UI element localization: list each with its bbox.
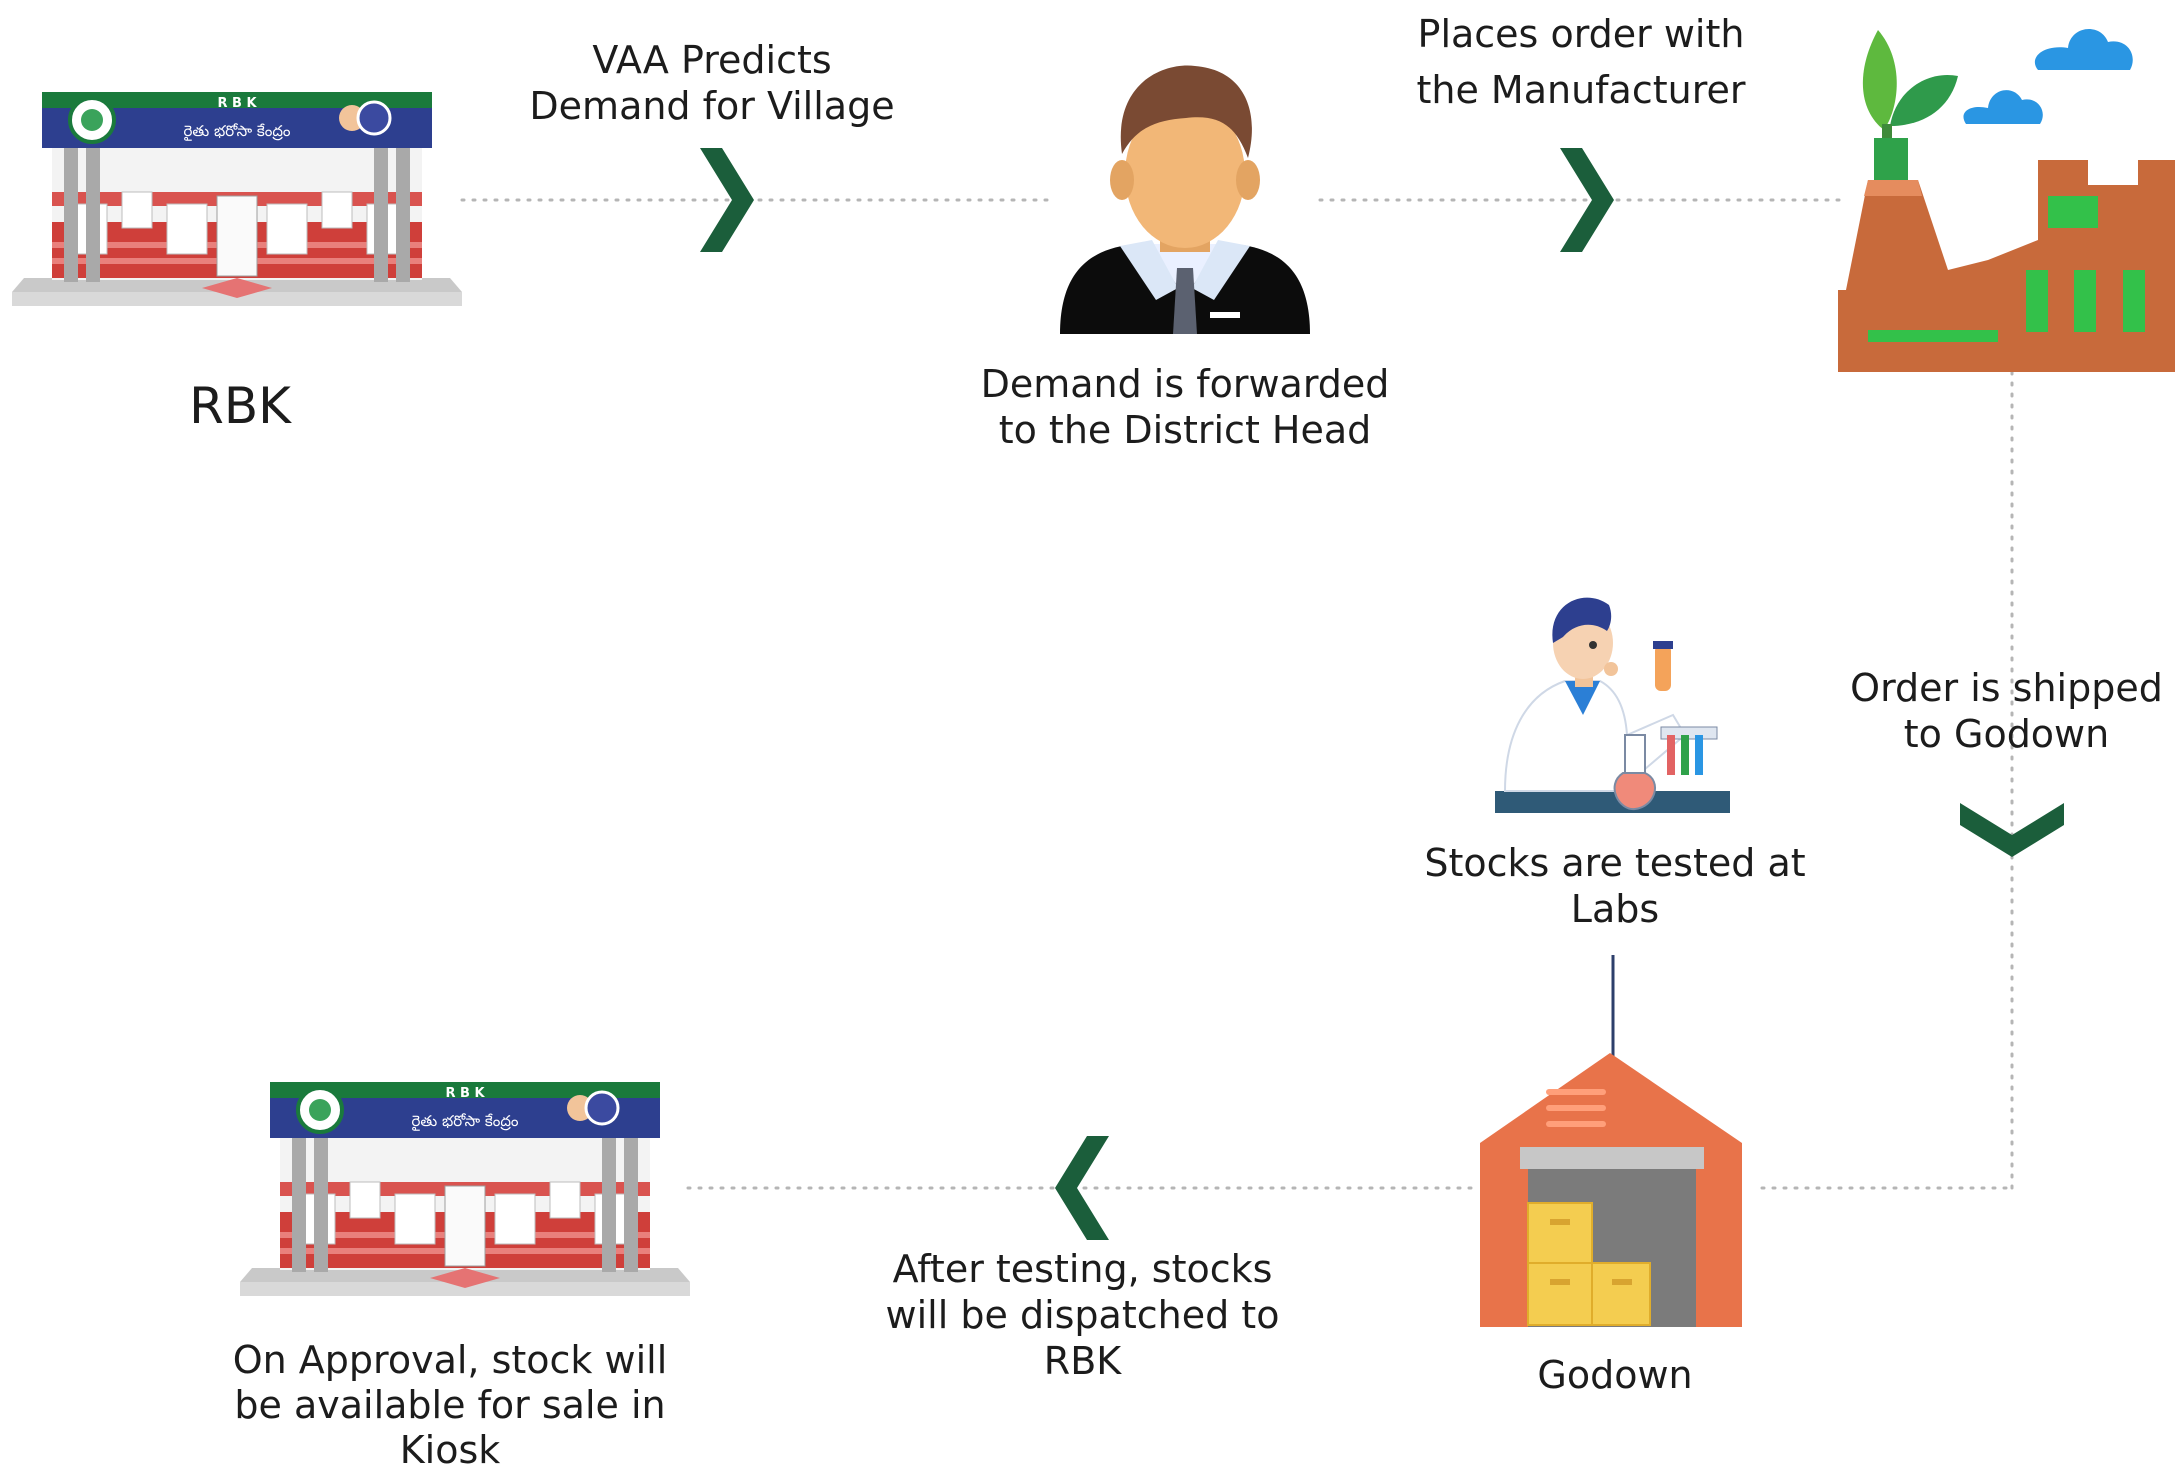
- node-label-labs: Stocks are tested at Labs: [1424, 841, 1806, 931]
- edge-label-ship: Order is shipped to Godown: [1850, 666, 2163, 756]
- kiosk-shop-icon: R B K రైతు భరోసా కేంద్రం: [238, 1080, 692, 1298]
- rbk-sign-text: రైతు భరోసా కేంద్రం: [183, 122, 290, 141]
- node-label-rbk: RBK: [189, 377, 291, 435]
- node-label-kiosk: On Approval, stock will be available for…: [232, 1338, 668, 1472]
- edge-label-order: Places order with the Manufacturer: [1416, 12, 1746, 112]
- godown-warehouse-icon: [1480, 1053, 1742, 1327]
- connector-lines: [460, 198, 2014, 1190]
- edge-label-dispatch: After testing, stocks will be dispatched…: [885, 1247, 1280, 1383]
- rbk-shop-icon: R B K రైతు భరోసా కేంద్రం: [10, 90, 464, 308]
- rbk-sign-letters: R B K: [217, 96, 257, 111]
- kiosk-sign-letters: R B K: [445, 1086, 485, 1101]
- node-label-godown: Godown: [1537, 1353, 1693, 1397]
- node-label-district-head: Demand is forwarded to the District Head: [980, 362, 1390, 452]
- edge-label-predict: VAA Predicts Demand for Village: [529, 38, 895, 128]
- arrow-left-dispatch: [1055, 1136, 1109, 1240]
- district-head-person-icon: [1060, 65, 1310, 334]
- lab-scientist-icon: [1495, 597, 1730, 813]
- manufacturer-factory-icon: [1838, 29, 2175, 372]
- kiosk-sign-text: రైతు భరోసా కేంద్రం: [411, 1112, 518, 1131]
